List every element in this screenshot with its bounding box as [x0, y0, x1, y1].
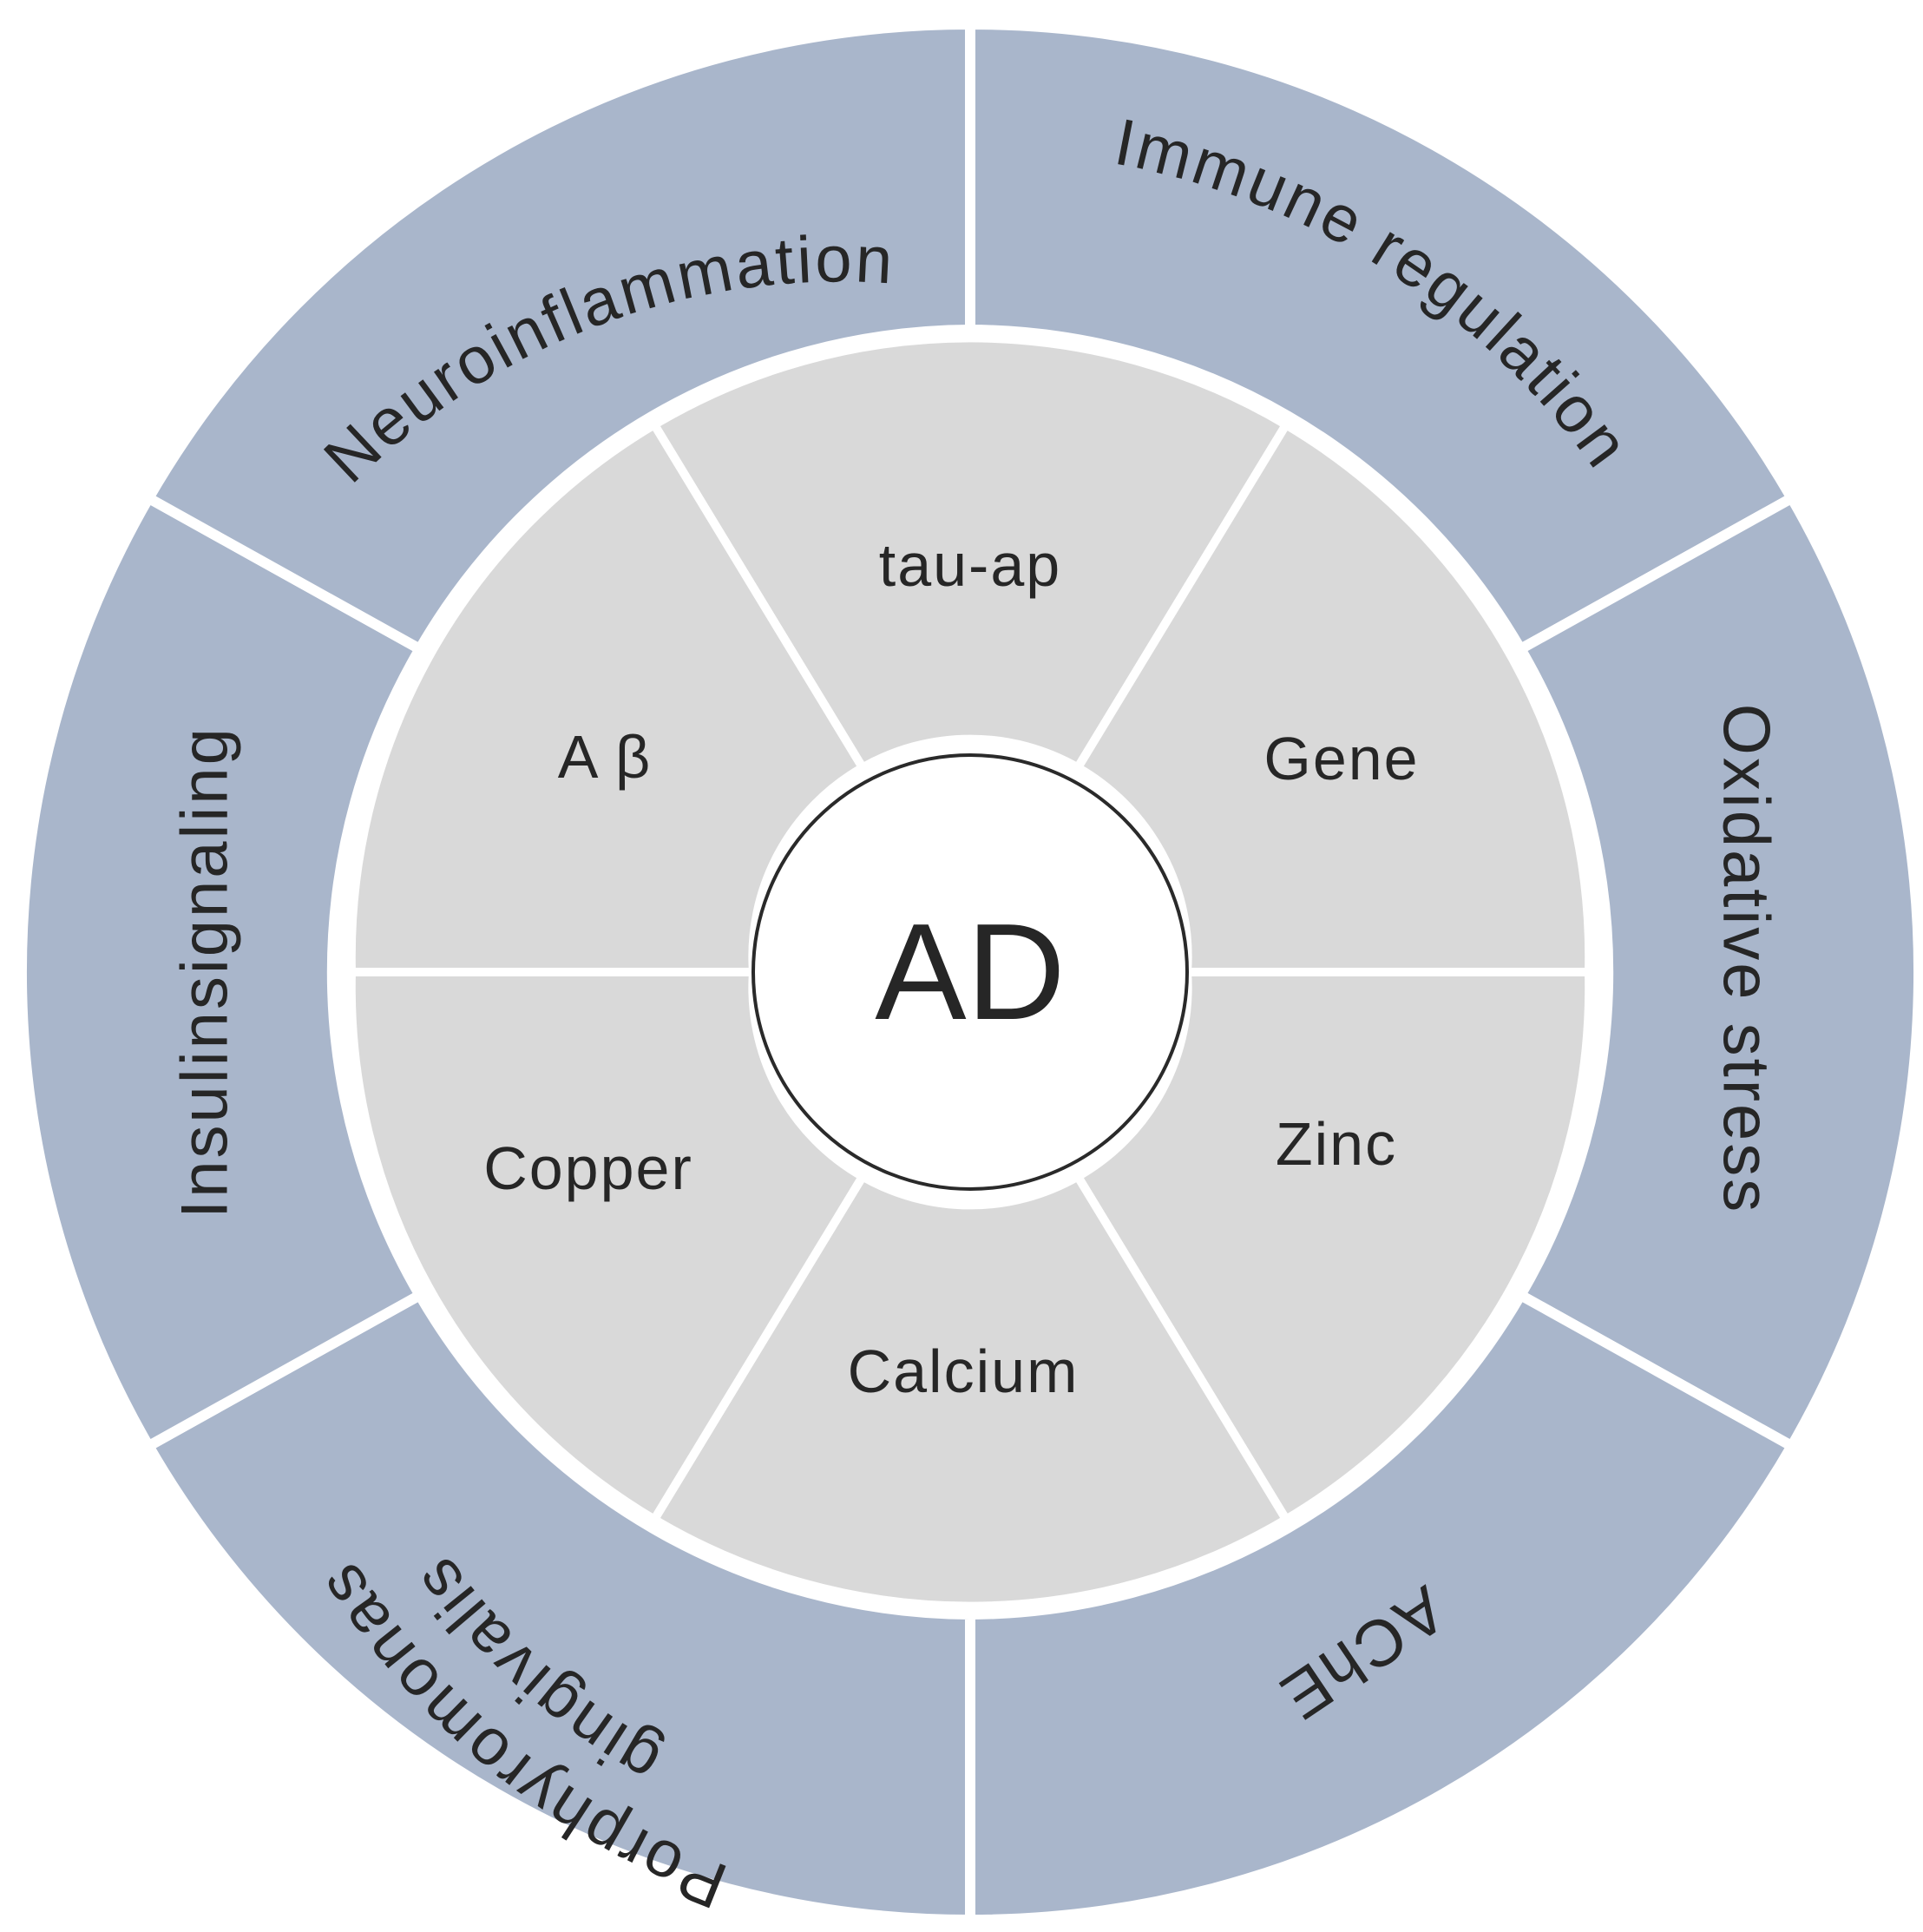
inner-segment-abeta	[346, 418, 869, 976]
inner-segment-gene	[1072, 418, 1594, 976]
inner-segment-copper	[346, 968, 869, 1526]
outer-segment-ache	[965, 1288, 1799, 1926]
inner-ring	[346, 333, 1594, 1611]
outer-ring	[16, 18, 1923, 1926]
center-circle	[751, 753, 1189, 1191]
inner-label-abeta: A β	[558, 723, 653, 791]
inner-label-tau-ap: tau-ap	[879, 531, 1061, 599]
center-label: AD	[875, 896, 1066, 1048]
inner-label-calcium: Calcium	[848, 1337, 1080, 1405]
outer-label-oxidative-stress: Oxidative stress	[1710, 704, 1783, 1215]
outer-segment-porphyromonas-gingivalis	[141, 1288, 975, 1926]
inner-segment-calcium	[648, 1170, 1292, 1611]
outer-label-insulinsignaling: Insulinsignaling	[168, 726, 242, 1219]
inner-label-copper: Copper	[483, 1134, 693, 1202]
outer-segment-neuroinflammation	[141, 18, 975, 656]
outer-segment-oxidative-stress	[1513, 490, 1923, 1454]
outer-segment-immune-regulation	[965, 18, 1799, 656]
outer-segment-insulinsignaling	[16, 490, 427, 1454]
inner-segment-tau-ap	[648, 333, 1292, 774]
inner-label-zinc: Zinc	[1276, 1110, 1397, 1178]
inner-label-gene: Gene	[1263, 725, 1419, 792]
